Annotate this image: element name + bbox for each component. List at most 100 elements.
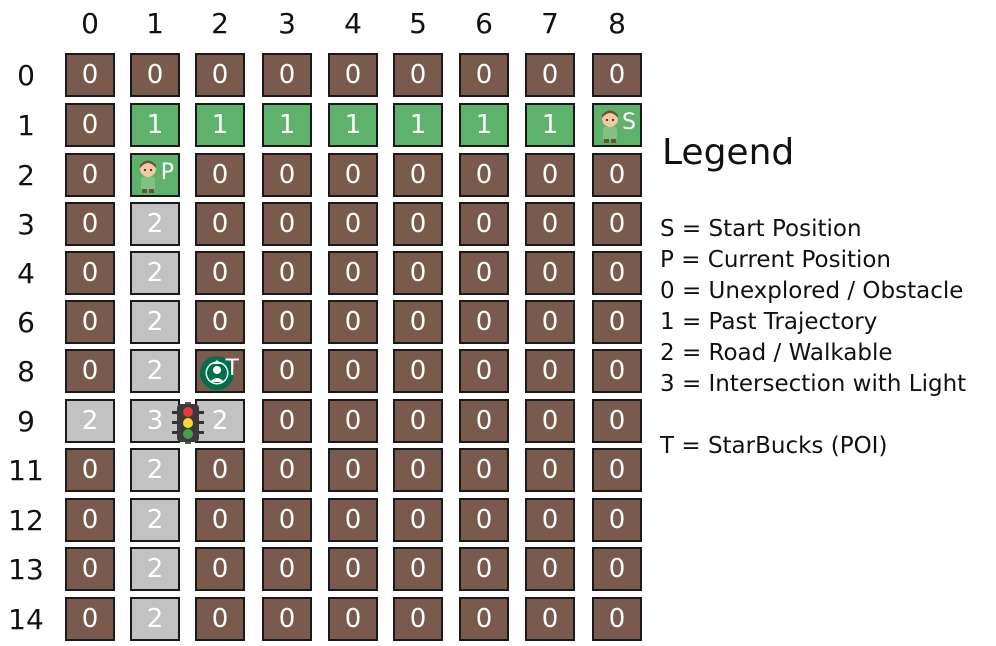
cell-value: 0 bbox=[278, 406, 296, 436]
col-header: 6 bbox=[475, 7, 493, 40]
cell-value: 0 bbox=[278, 209, 296, 239]
grid-cell: 1 bbox=[130, 103, 180, 147]
cell-value: 2 bbox=[146, 455, 164, 485]
grid-cell: 0 bbox=[328, 153, 378, 197]
grid-cell: 2 bbox=[130, 498, 180, 542]
row-header: 3 bbox=[17, 208, 35, 241]
grid-cell: 1 bbox=[328, 103, 378, 147]
cell-value: 0 bbox=[541, 455, 559, 485]
cell-value: 0 bbox=[608, 455, 626, 485]
col-header: 2 bbox=[211, 7, 229, 40]
cell-value: 0 bbox=[344, 307, 362, 337]
grid-cell: 0 bbox=[525, 448, 575, 492]
grid-cell: 0 bbox=[262, 251, 312, 295]
cell-value: 0 bbox=[409, 307, 427, 337]
cell-value: 0 bbox=[475, 258, 493, 288]
grid-cell: 0 bbox=[592, 300, 642, 344]
grid-cell: 0 bbox=[459, 547, 509, 591]
cell-value: 0 bbox=[475, 554, 493, 584]
grid-cell: 0 bbox=[65, 251, 115, 295]
grid-cell: 0 bbox=[328, 399, 378, 443]
cell-value: 0 bbox=[409, 455, 427, 485]
cell-value: 0 bbox=[211, 60, 229, 90]
cell-value: 1 bbox=[278, 110, 296, 140]
cell-value: 0 bbox=[211, 258, 229, 288]
grid-cell: 0 bbox=[65, 547, 115, 591]
cell-value: 0 bbox=[344, 554, 362, 584]
cell-value: 2 bbox=[81, 406, 99, 436]
row-header: 6 bbox=[17, 306, 35, 339]
cell-value: 0 bbox=[541, 60, 559, 90]
grid-cell: 0 bbox=[525, 498, 575, 542]
grid-cell: T bbox=[195, 349, 245, 393]
legend-item-current: P = Current Position bbox=[660, 247, 892, 273]
cell-value: 0 bbox=[541, 160, 559, 190]
cell-value: 0 bbox=[278, 554, 296, 584]
grid-cell: 0 bbox=[393, 53, 443, 97]
starbucks-icon bbox=[200, 356, 234, 390]
col-header: 3 bbox=[278, 7, 296, 40]
cell-value: 0 bbox=[278, 258, 296, 288]
cell-value: 0 bbox=[409, 604, 427, 634]
grid-cell: S bbox=[592, 103, 642, 147]
cell-value: 0 bbox=[409, 406, 427, 436]
grid-cell: 0 bbox=[592, 153, 642, 197]
grid-cell: 0 bbox=[459, 448, 509, 492]
cell-value: 0 bbox=[211, 307, 229, 337]
grid-cell: 0 bbox=[262, 300, 312, 344]
grid-cell: 0 bbox=[262, 153, 312, 197]
grid-cell: 0 bbox=[65, 597, 115, 641]
current-tag: P bbox=[160, 160, 174, 185]
cell-value: 0 bbox=[81, 604, 99, 634]
grid-cell: 0 bbox=[65, 202, 115, 246]
grid-cell: 0 bbox=[459, 202, 509, 246]
cell-value: 0 bbox=[475, 455, 493, 485]
cell-value: 0 bbox=[541, 356, 559, 386]
cell-value: 1 bbox=[344, 110, 362, 140]
row-header: 12 bbox=[8, 504, 44, 537]
grid-cell: 0 bbox=[592, 53, 642, 97]
grid-cell: 2 bbox=[130, 547, 180, 591]
grid-cell: 0 bbox=[459, 498, 509, 542]
start-tag: S bbox=[622, 110, 636, 135]
cell-value: 2 bbox=[211, 406, 229, 436]
grid-cell: 2 bbox=[130, 349, 180, 393]
cell-value: 0 bbox=[211, 455, 229, 485]
grid-cell: 0 bbox=[195, 153, 245, 197]
legend-item-trajectory: 1 = Past Trajectory bbox=[660, 309, 878, 335]
cell-value: 0 bbox=[81, 455, 99, 485]
cell-value: 2 bbox=[146, 307, 164, 337]
cell-value: 0 bbox=[81, 356, 99, 386]
grid-cell: 0 bbox=[65, 498, 115, 542]
row-header: 2 bbox=[17, 159, 35, 192]
legend-item-intersection: 3 = Intersection with Light bbox=[660, 371, 967, 397]
grid-cell: 0 bbox=[393, 448, 443, 492]
grid-cell: 0 bbox=[65, 349, 115, 393]
grid-cell: 0 bbox=[328, 202, 378, 246]
cell-value: 0 bbox=[608, 505, 626, 535]
grid-cell: 0 bbox=[592, 498, 642, 542]
grid-cell: 0 bbox=[262, 349, 312, 393]
grid-cell: 0 bbox=[592, 251, 642, 295]
cell-value: 2 bbox=[146, 258, 164, 288]
grid-cell: 0 bbox=[525, 547, 575, 591]
grid-cell: 0 bbox=[328, 448, 378, 492]
grid-cell: 0 bbox=[262, 53, 312, 97]
grid-cell: 0 bbox=[592, 202, 642, 246]
cell-value: 0 bbox=[211, 554, 229, 584]
grid-cell: 0 bbox=[65, 448, 115, 492]
row-header: 8 bbox=[17, 355, 35, 388]
legend-item-road: 2 = Road / Walkable bbox=[660, 340, 893, 366]
grid-cell: 0 bbox=[592, 399, 642, 443]
grid-cell: 0 bbox=[459, 53, 509, 97]
grid-cell: 0 bbox=[592, 547, 642, 591]
grid-cell: 2 bbox=[130, 300, 180, 344]
row-header: 11 bbox=[8, 454, 44, 487]
row-header: 1 bbox=[17, 109, 35, 142]
grid-cell: 0 bbox=[328, 349, 378, 393]
grid-cell: 0 bbox=[65, 53, 115, 97]
row-header: 4 bbox=[17, 257, 35, 290]
grid-cell: 0 bbox=[262, 202, 312, 246]
cell-value: 0 bbox=[409, 209, 427, 239]
cell-value: 1 bbox=[146, 110, 164, 140]
